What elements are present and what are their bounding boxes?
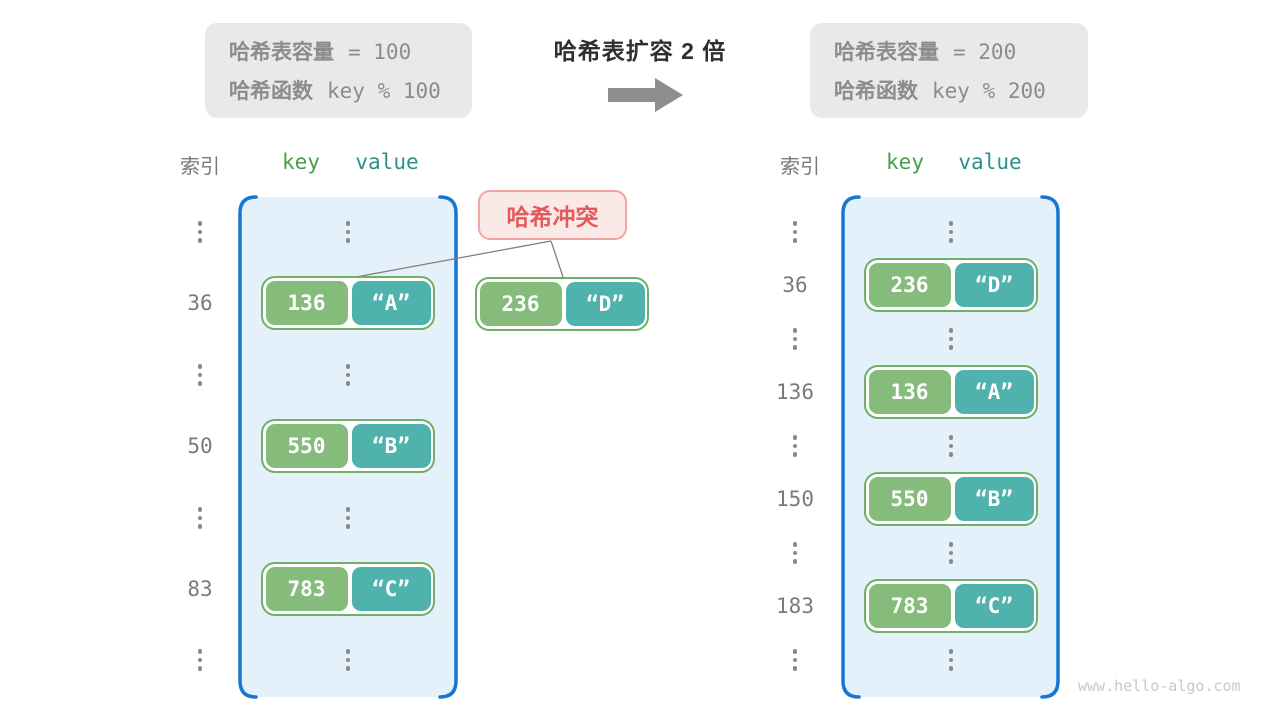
arrow-right-icon [608, 78, 683, 112]
ellipsis-dots [196, 507, 204, 529]
value-cell: “B” [954, 477, 1034, 521]
hash-function-line: 哈希函数 key % 100 [229, 75, 472, 105]
index-label: 50 [187, 434, 213, 458]
ellipsis-dots [947, 328, 955, 350]
index-label: 150 [776, 487, 814, 511]
watermark: www.hello-algo.com [1078, 677, 1241, 695]
capacity-value: = 200 [953, 40, 1017, 64]
left-index-header: 索引 [180, 156, 220, 178]
capacity-label: 哈希表容量 [834, 41, 939, 64]
left-value-header: value [355, 150, 419, 174]
ellipsis-dots [196, 649, 204, 671]
ellipsis-dots [344, 649, 352, 671]
value-cell: “D” [954, 263, 1034, 307]
index-label: 83 [187, 577, 213, 601]
index-label: 136 [776, 380, 814, 404]
capacity-box-after: 哈希表容量 = 200 哈希函数 key % 200 [810, 23, 1088, 118]
hash-collision-badge: 哈希冲突 [478, 190, 627, 240]
ellipsis-dots [791, 221, 799, 243]
key-cell: 550 [265, 424, 348, 468]
connector-to-pair-236 [550, 240, 564, 278]
key-cell: 136 [868, 370, 951, 414]
ellipsis-dots [196, 221, 204, 243]
index-label: 183 [776, 594, 814, 618]
pair-row: 550 “B” [864, 472, 1038, 526]
right-index-header: 索引 [780, 156, 820, 178]
capacity-value: = 100 [348, 40, 412, 64]
capacity-label: 哈希表容量 [229, 41, 334, 64]
right-value-header: value [958, 150, 1022, 174]
value-cell: “C” [954, 584, 1034, 628]
ellipsis-dots [947, 542, 955, 564]
pair-row: 783 “C” [261, 562, 435, 616]
key-cell: 236 [479, 282, 562, 326]
value-cell: “A” [954, 370, 1034, 414]
key-cell: 783 [265, 567, 348, 611]
value-cell: “B” [351, 424, 431, 468]
ellipsis-dots [344, 507, 352, 529]
ellipsis-dots [196, 364, 204, 386]
capacity-box-before: 哈希表容量 = 100 哈希函数 key % 100 [205, 23, 472, 118]
ellipsis-dots [791, 649, 799, 671]
ellipsis-dots [947, 435, 955, 457]
hash-function-label: 哈希函数 [834, 80, 918, 103]
ellipsis-dots [791, 328, 799, 350]
key-cell: 236 [868, 263, 951, 307]
capacity-line: 哈希表容量 = 200 [834, 36, 1088, 66]
hash-function-value: key % 100 [327, 79, 441, 103]
value-cell: “D” [565, 282, 645, 326]
ellipsis-dots [791, 542, 799, 564]
pair-row: 136 “A” [864, 365, 1038, 419]
index-label: 36 [187, 291, 213, 315]
right-key-header: key [886, 150, 924, 174]
pair-row: 236 “D” [864, 258, 1038, 312]
pair-row: 783 “C” [864, 579, 1038, 633]
ellipsis-dots [344, 221, 352, 243]
expand-title: 哈希表扩容 2 倍 [553, 38, 727, 64]
ellipsis-dots [344, 364, 352, 386]
key-cell: 136 [265, 281, 348, 325]
key-cell: 550 [868, 477, 951, 521]
ellipsis-dots [791, 435, 799, 457]
hash-function-label: 哈希函数 [229, 80, 313, 103]
pair-row: 136 “A” [261, 276, 435, 330]
ellipsis-dots [947, 221, 955, 243]
key-cell: 783 [868, 584, 951, 628]
left-key-header: key [282, 150, 320, 174]
pair-row: 550 “B” [261, 419, 435, 473]
value-cell: “C” [351, 567, 431, 611]
capacity-line: 哈希表容量 = 100 [229, 36, 472, 66]
hash-function-value: key % 200 [932, 79, 1046, 103]
collision-pair: 236 “D” [475, 277, 649, 331]
hash-function-line: 哈希函数 key % 200 [834, 75, 1088, 105]
ellipsis-dots [947, 649, 955, 671]
index-label: 36 [782, 273, 808, 297]
value-cell: “A” [351, 281, 431, 325]
